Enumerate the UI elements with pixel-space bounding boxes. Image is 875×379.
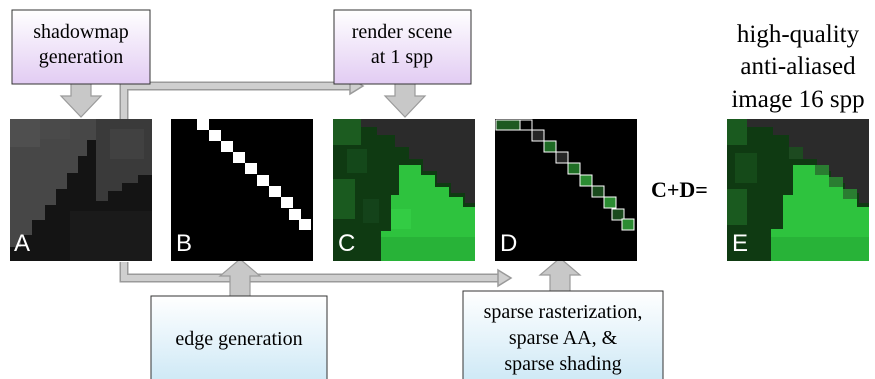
- result-caption-line2: anti-aliased: [740, 53, 856, 80]
- box-render-line1: render scene: [352, 21, 453, 43]
- panel-e-result: E: [727, 119, 869, 261]
- panel-e-letter: E: [732, 230, 748, 257]
- box-sparse: sparse rasterization, sparse AA, & spars…: [462, 290, 664, 379]
- block-arrow-shadowmap-down: [59, 81, 103, 118]
- box-render: render scene at 1 spp: [333, 9, 472, 85]
- panel-a-shadowmap: A: [10, 119, 152, 261]
- box-shadowmap-line2: generation: [39, 46, 123, 68]
- panel-c-letter: C: [338, 230, 355, 257]
- result-caption-line3: image 16 spp: [731, 86, 864, 113]
- panel-b-letter: B: [176, 230, 192, 257]
- panel-a-letter: A: [14, 230, 30, 257]
- box-sparse-line3: sparse shading: [504, 353, 621, 375]
- panel-d-letter: D: [500, 230, 517, 257]
- panel-c-render: C: [333, 119, 475, 261]
- box-sparse-line2: sparse AA, &: [509, 327, 618, 349]
- connector-arrows: [119, 76, 513, 288]
- box-edge-line1: edge generation: [175, 328, 302, 350]
- equation-label: C+D=: [651, 177, 708, 202]
- box-shadowmap: shadowmap generation: [11, 9, 151, 85]
- box-sparse-line1: sparse rasterization,: [484, 301, 643, 323]
- block-arrow-render-down: [383, 81, 427, 118]
- arrowhead-sparse: [497, 268, 513, 288]
- block-arrow-sparse-up: [538, 257, 582, 293]
- box-edge: edge generation: [150, 295, 328, 379]
- panel-d-sparse: D: [495, 119, 637, 261]
- result-caption-line1: high-quality: [737, 21, 860, 48]
- panel-b-edges: B: [171, 119, 313, 261]
- box-render-line2: at 1 spp: [371, 46, 433, 68]
- result-caption: high-quality anti-aliased image 16 spp: [731, 21, 864, 113]
- box-shadowmap-line1: shadowmap: [33, 21, 129, 43]
- arrow-a-to-render: [119, 81, 352, 120]
